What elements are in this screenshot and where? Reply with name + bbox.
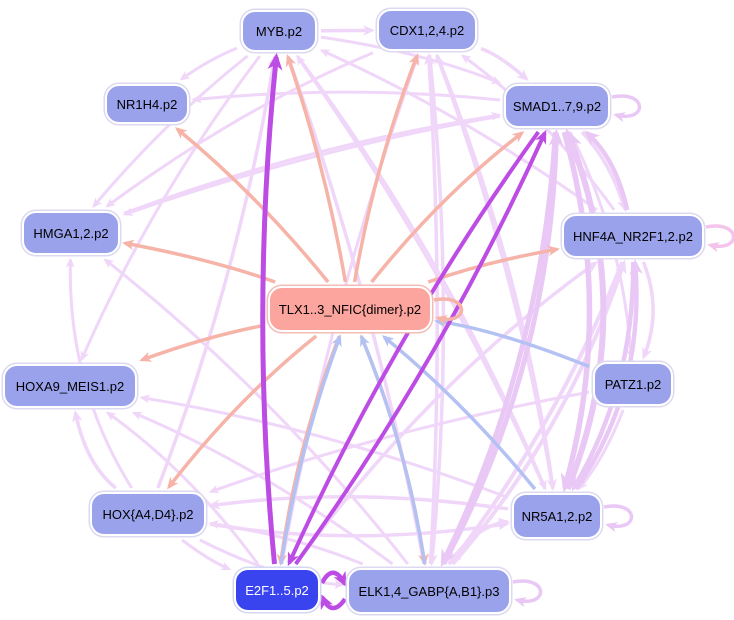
edge-e2f-elk bbox=[320, 570, 347, 588]
node-label-hox: HOX{A4,D4}.p2 bbox=[102, 506, 194, 522]
self-loop-nr5a1 bbox=[603, 504, 634, 533]
edge-nr5a1-myb bbox=[296, 54, 547, 490]
node-hnf4a[interactable]: HNF4A_NR2F1,2.p2 bbox=[562, 214, 704, 258]
edge-smad-nr1h4 bbox=[191, 90, 501, 104]
node-hox[interactable]: HOX{A4,D4}.p2 bbox=[90, 492, 206, 536]
edge-nr5a1-hoxa9 bbox=[139, 394, 509, 499]
edge-hnf4a-myb bbox=[319, 49, 598, 212]
node-label-nr5a1: NR5A1,2.p2 bbox=[521, 508, 593, 524]
edge-hox-e2f bbox=[181, 538, 232, 571]
edge-hnf4a-smad bbox=[584, 130, 630, 211]
edge-myb-hmga bbox=[92, 54, 249, 208]
edge-cdx-smad bbox=[480, 46, 529, 81]
edge-tlx-myb bbox=[285, 54, 348, 283]
self-loop-elk bbox=[512, 579, 543, 608]
edge-smad-nr5a1 bbox=[560, 131, 593, 493]
node-label-elk: ELK1,4_GABP{A,B1}.p3 bbox=[358, 583, 500, 599]
edge-elk-hoxa9 bbox=[131, 411, 394, 566]
edge-e2f-smad bbox=[294, 129, 547, 566]
self-loop-tlx bbox=[433, 297, 464, 326]
node-cdx[interactable]: CDX1,2,4.p2 bbox=[377, 9, 477, 51]
node-nr5a1[interactable]: NR5A1,2.p2 bbox=[512, 493, 602, 539]
edge-hmga-smad bbox=[123, 111, 502, 215]
edge-cdx-hmga bbox=[105, 51, 374, 208]
node-label-hmga: HMGA1,2.p2 bbox=[33, 225, 109, 241]
edge-elk-tlx bbox=[359, 334, 427, 565]
edge-e2f-hnf4a bbox=[294, 261, 598, 566]
node-label-hoxa9: HOXA9_MEIS1.p2 bbox=[15, 378, 125, 394]
node-label-patz: PATZ1.p2 bbox=[604, 376, 662, 392]
edge-hox-myb bbox=[156, 54, 279, 489]
edge-tlx-hmga bbox=[122, 239, 276, 284]
edge-patz-tlx bbox=[434, 317, 590, 369]
self-loop-smad bbox=[611, 94, 642, 123]
node-patz[interactable]: PATZ1.p2 bbox=[593, 362, 673, 406]
edge-smad-e2f bbox=[287, 130, 540, 567]
edge-e2f-tlx bbox=[279, 334, 342, 565]
node-label-myb: MYB.p2 bbox=[255, 23, 303, 39]
node-tlx[interactable]: TLX1..3_NFIC{dimer}.p2 bbox=[268, 286, 432, 332]
edge-nr5a1-smad bbox=[565, 128, 607, 491]
edge-smad-hmga bbox=[122, 114, 501, 216]
node-e2f[interactable]: E2F1..5.p2 bbox=[234, 568, 320, 612]
edge-hox-nr5a1 bbox=[209, 519, 510, 538]
edge-myb-nr5a1 bbox=[296, 55, 547, 491]
node-nr1h4[interactable]: NR1H4.p2 bbox=[105, 84, 189, 124]
self-loop-hnf4a bbox=[705, 224, 734, 253]
edge-tlx-smad bbox=[370, 131, 525, 284]
edge-nr5a1-tlx bbox=[381, 335, 537, 491]
edge-elk-smad bbox=[441, 128, 564, 566]
edge-e2f-myb bbox=[260, 52, 283, 565]
edge-tlx-hoxa9 bbox=[139, 323, 265, 362]
node-elk[interactable]: ELK1,4_GABP{A,B1}.p3 bbox=[347, 568, 511, 614]
node-label-nr1h4: NR1H4.p2 bbox=[116, 96, 178, 112]
node-label-hnf4a: HNF4A_NR2F1,2.p2 bbox=[573, 228, 693, 244]
edge-myb-nr1h4 bbox=[179, 46, 238, 81]
node-hoxa9[interactable]: HOXA9_MEIS1.p2 bbox=[3, 364, 137, 408]
edge-e2f-hoxa9 bbox=[105, 411, 260, 565]
edge-tlx-nr1h4 bbox=[175, 127, 330, 284]
edge-hnf4a-patz bbox=[641, 261, 655, 360]
edge-elk-e2f bbox=[319, 593, 347, 611]
node-myb[interactable]: MYB.p2 bbox=[241, 10, 317, 52]
node-label-cdx: CDX1,2,4.p2 bbox=[389, 22, 465, 38]
edge-hox-hoxa9 bbox=[72, 410, 117, 490]
edge-smad-elk bbox=[440, 131, 558, 567]
edge-nr5a1-cdx bbox=[435, 53, 555, 490]
node-smad[interactable]: SMAD1..7,9.p2 bbox=[504, 84, 610, 128]
node-hmga[interactable]: HMGA1,2.p2 bbox=[22, 211, 120, 255]
node-label-e2f: E2F1..5.p2 bbox=[245, 582, 309, 598]
edge-tlx-cdx bbox=[352, 53, 419, 283]
node-label-smad: SMAD1..7,9.p2 bbox=[512, 98, 602, 114]
node-label-tlx: TLX1..3_NFIC{dimer}.p2 bbox=[278, 301, 422, 317]
edge-tlx-hox bbox=[167, 334, 318, 490]
